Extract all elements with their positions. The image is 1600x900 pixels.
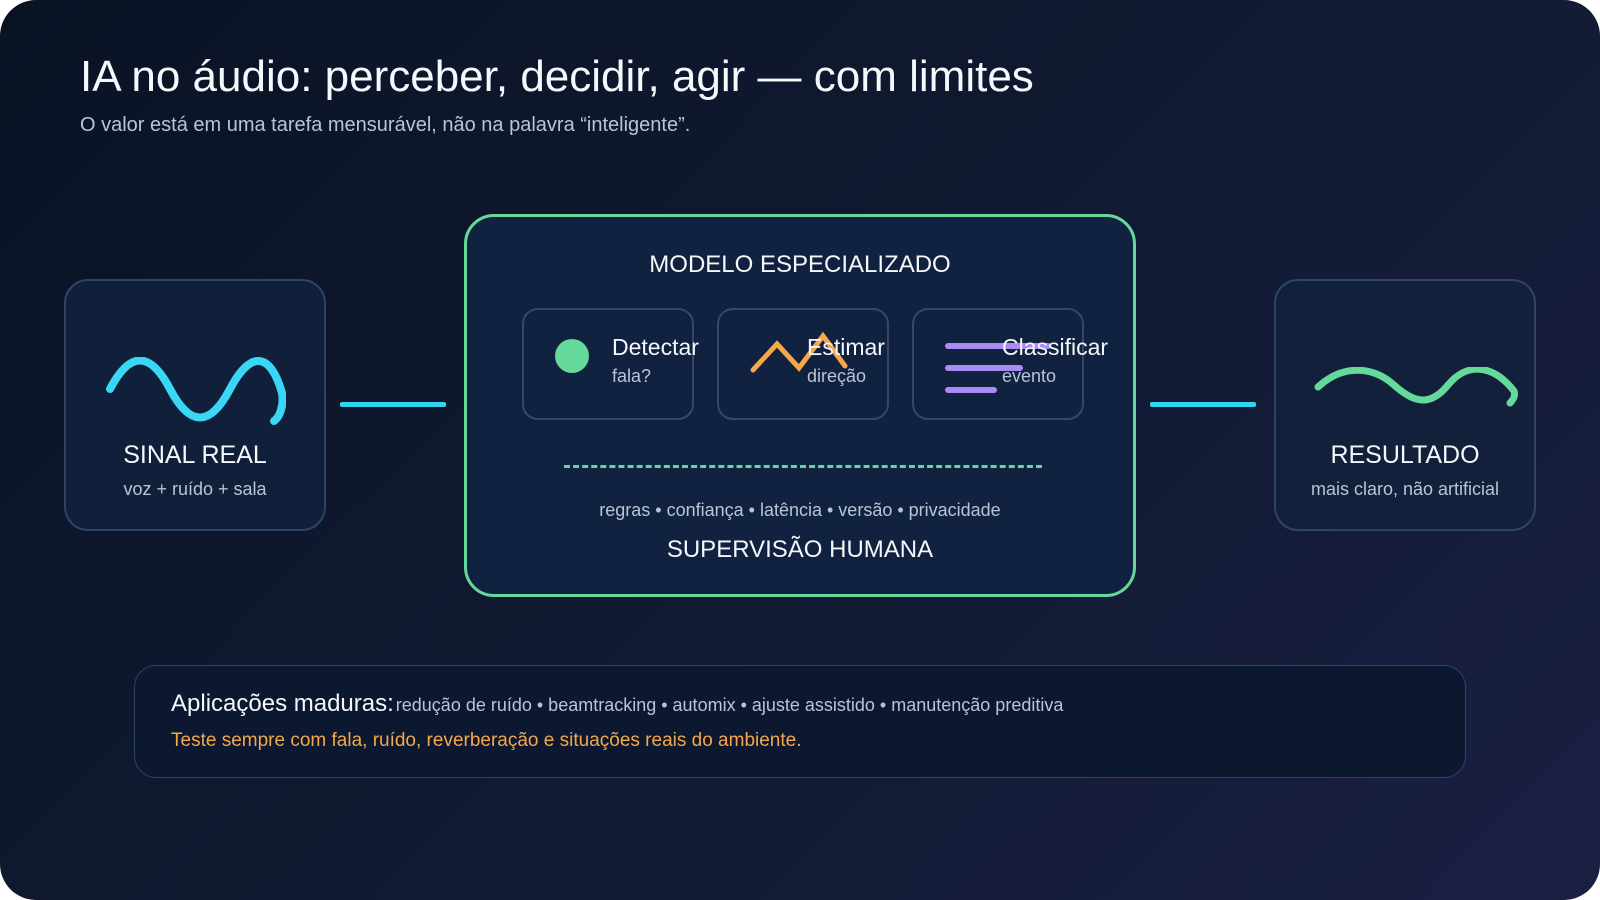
smooth-wave-icon (1314, 367, 1518, 407)
input-card-sub: voz + ruído + sala (123, 479, 267, 499)
applications-list: redução de ruído • beamtracking • automi… (395, 695, 1064, 715)
dashed-divider (564, 465, 1042, 468)
output-card-label: RESULTADO (1330, 441, 1480, 469)
model-box: MODELO ESPECIALIZADO Detectar fala? Esti… (464, 214, 1136, 597)
step-label: Classificar (1002, 334, 1109, 360)
zigzag-icon (750, 331, 848, 373)
connector-model-output (1150, 402, 1256, 407)
model-constraints: regras • confiança • latência • versão •… (599, 500, 1001, 520)
human-supervision-label: SUPERVISÃO HUMANA (666, 536, 934, 563)
applications-warning: Teste sempre com fala, ruído, reverberaç… (171, 730, 802, 751)
step-estimate: Estimar direção (717, 308, 889, 420)
input-signal-card: SINAL REAL voz + ruído + sala (64, 279, 326, 531)
page-subtitle: O valor está em uma tarefa mensurável, n… (80, 114, 691, 136)
wave-icon (106, 357, 286, 425)
applications-heading: Aplicações maduras: (171, 690, 394, 717)
output-result-card: RESULTADO mais claro, não artificial (1274, 279, 1536, 531)
step-sub: fala? (612, 366, 652, 386)
input-card-label: SINAL REAL (123, 441, 267, 469)
step-detect: Detectar fala? (522, 308, 699, 420)
step-sub: evento (1002, 366, 1057, 386)
output-card-sub: mais claro, não artificial (1310, 479, 1500, 499)
step-classify: Classificar evento (912, 308, 1108, 420)
page-title: IA no áudio: perceber, decidir, agir — c… (80, 52, 1034, 101)
dot-icon (555, 339, 589, 373)
step-sub: direção (807, 366, 867, 386)
model-title: MODELO ESPECIALIZADO (649, 251, 951, 278)
connector-input-model (340, 402, 446, 407)
step-label: Estimar (807, 334, 885, 360)
lines-icon (945, 343, 1051, 393)
applications-row: Aplicações maduras:redução de ruído • be… (171, 690, 1063, 718)
step-label: Detectar (612, 334, 699, 360)
applications-box: Aplicações maduras:redução de ruído • be… (134, 665, 1466, 778)
